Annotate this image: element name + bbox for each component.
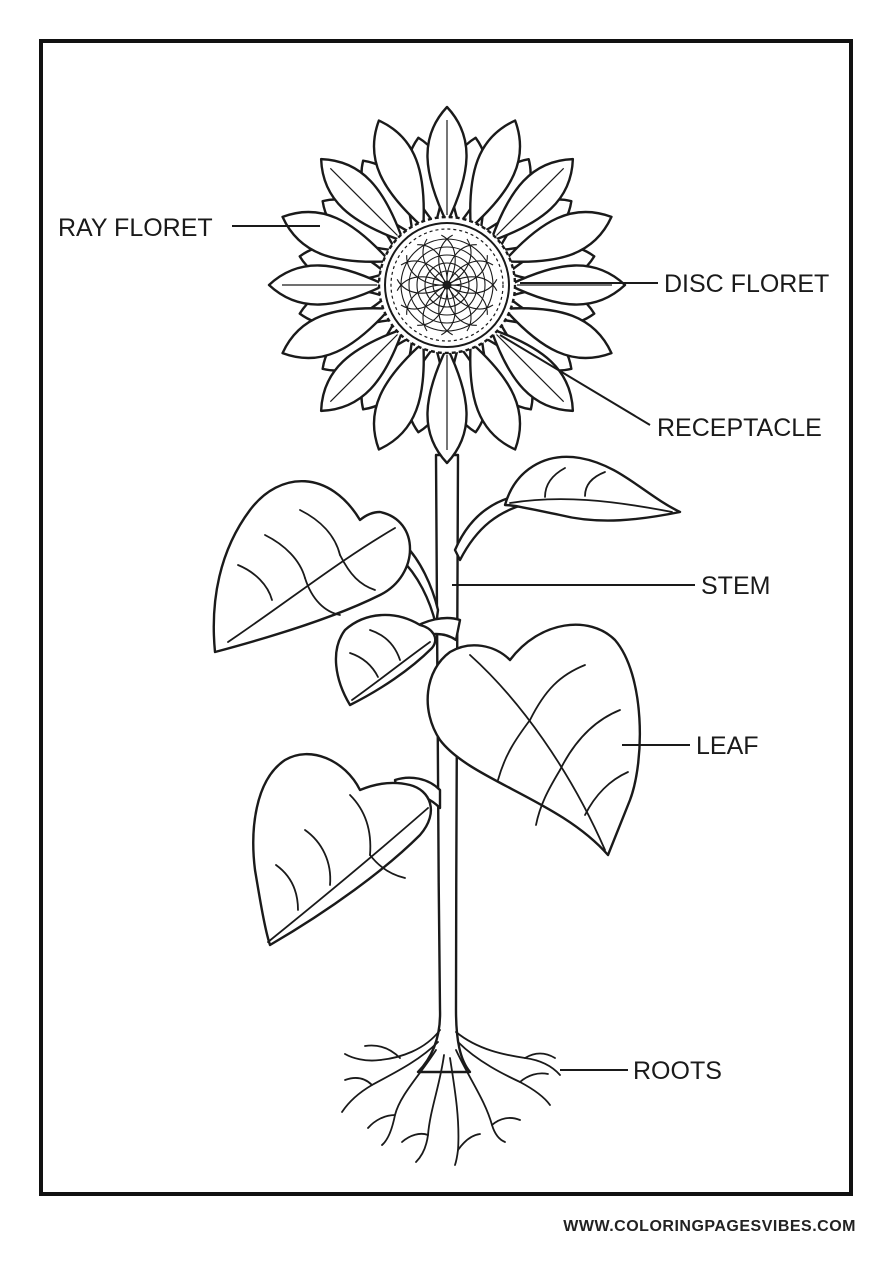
leaf-middle-left: [334, 613, 437, 707]
disc-florets: [396, 234, 498, 336]
label-leaf: LEAF: [696, 732, 759, 760]
petal-creases: [282, 120, 612, 450]
leaf-upper-left: [212, 479, 412, 654]
roots: [341, 1029, 561, 1166]
label-disc-floret: DISC FLORET: [664, 270, 829, 298]
leader-lines: [232, 225, 695, 1071]
label-roots: ROOTS: [633, 1057, 722, 1085]
label-receptacle: RECEPTACLE: [657, 414, 822, 442]
leaf-upper-right: [503, 455, 682, 522]
label-ray-floret: RAY FLORET: [58, 214, 213, 242]
receptacle-leader: [499, 334, 651, 426]
leaf-large-right: [426, 623, 642, 857]
leaf-lower-left: [252, 752, 432, 947]
website-footer: WWW.COLORINGPAGESVIBES.COM: [563, 1218, 856, 1235]
flower-head: [267, 105, 627, 465]
page-frame: [39, 39, 853, 1196]
label-stem: STEM: [701, 572, 770, 600]
